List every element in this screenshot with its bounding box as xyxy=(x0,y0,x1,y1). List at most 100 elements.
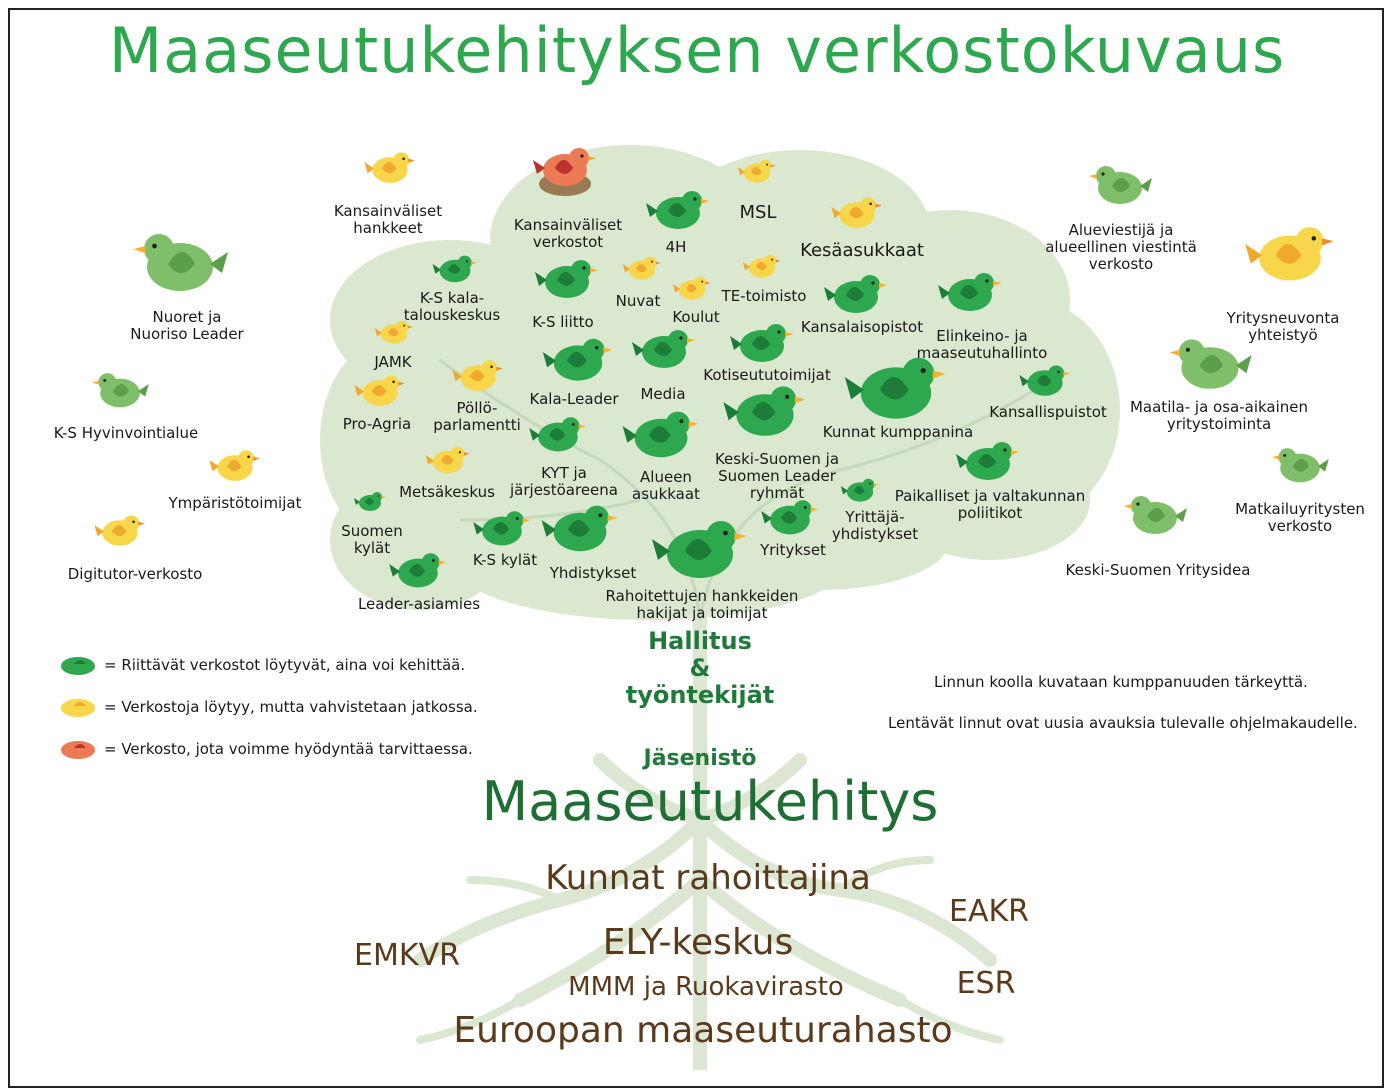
note-flying: Lentävät linnut ovat uusia avauksia tule… xyxy=(888,714,1358,732)
ks-yritysidea-label: Keski-Suomen Yritysidea xyxy=(1065,561,1251,579)
ks-leader-label: Keski-Suomen ja Suomen Leader ryhmät xyxy=(714,450,840,502)
maatila-bird-icon xyxy=(1169,339,1252,389)
kunnat-kumppanina-label: Kunnat kumppanina xyxy=(822,423,974,441)
legend-orange: = Verkosto, jota voimme hyödyntää tarvit… xyxy=(58,738,473,760)
jamk-bird-icon xyxy=(374,320,413,344)
alueviestija-bird-icon xyxy=(1089,166,1152,204)
root-eakr: EAKR xyxy=(949,894,1029,929)
ks-liitto-bird-icon xyxy=(535,260,598,298)
koulut-bird-icon xyxy=(672,276,711,300)
maatila-label: Maatila- ja osa-aikainen yritystoiminta xyxy=(1129,398,1309,433)
kv-hankkeet-bird-icon xyxy=(364,152,415,183)
te-toimisto-bird-icon xyxy=(742,254,781,278)
legend-orange-text: = Verkosto, jota voimme hyödyntää tarvit… xyxy=(104,740,473,758)
alueviestija-label: Alueviestijä ja alueellinen viestintä ve… xyxy=(1045,221,1197,273)
pollo-label: Pöllö- parlamentti xyxy=(433,399,521,434)
ks-kala-label: K-S kala- talouskeskus xyxy=(403,289,501,324)
page-title: Maaseutukehityksen verkostokuvaus xyxy=(108,14,1286,87)
nuvat-bird-icon xyxy=(622,256,661,280)
trunk-hallitus: Hallitus & työntekijät xyxy=(625,627,775,709)
kesaasukkaat-label: Kesäasukkaat xyxy=(800,240,924,261)
yhdistykset-label: Yhdistykset xyxy=(549,564,637,582)
leader-asiamies-label: Leader-asiamies xyxy=(357,595,481,613)
matkailu-label: Matkailuyritysten verkosto xyxy=(1235,500,1365,535)
kansalaisopistot-label: Kansalaisopistot xyxy=(800,318,924,336)
kv-verkostot-bird-icon xyxy=(533,148,596,196)
metsakeskus-label: Metsäkeskus xyxy=(399,483,495,501)
yritykset-bird-icon xyxy=(761,500,818,535)
note-size: Linnun koolla kuvataan kumppanuuden tärk… xyxy=(934,673,1308,691)
pollo-bird-icon xyxy=(452,360,503,391)
tree-roots xyxy=(413,613,1004,1070)
kotiseutu-bird-icon xyxy=(730,324,793,362)
4h-label: 4H xyxy=(665,238,687,256)
kesaasukkaat-bird-icon xyxy=(831,197,882,228)
yritysneuvonta-bird-icon xyxy=(1245,227,1334,281)
ks-hyvinvointi-bird-icon xyxy=(92,373,149,408)
yhdistykset-bird-icon xyxy=(541,505,618,552)
metsakeskus-bird-icon xyxy=(425,446,470,474)
leader-asiamies-bird-icon xyxy=(389,553,446,588)
legend-green-text: = Riittävät verkostot löytyvät, aina voi… xyxy=(104,656,466,674)
msl-bird-icon xyxy=(737,159,776,183)
kotiseutu-label: Kotiseututoimijat xyxy=(703,366,831,384)
kv-verkostot-label: Kansainväliset verkostot xyxy=(513,216,623,251)
rahoitettujen-label: Rahoitettujen hankkeiden hakijat ja toim… xyxy=(605,587,799,622)
yritysneuvonta-label: Yritysneuvonta yhteistyö xyxy=(1226,309,1340,344)
yrittaja-label: Yrittäjä- yhdistykset xyxy=(831,508,919,543)
suomen-kylat-label: Suomen kylät xyxy=(341,522,403,557)
msl-label: MSL xyxy=(739,202,777,223)
paikalliset-label: Paikalliset ja valtakunnan poliitikot xyxy=(894,487,1086,522)
media-bird-icon xyxy=(632,330,695,368)
ks-liitto-label: K-S liitto xyxy=(532,313,594,331)
digitutor-label: Digitutor-verkosto xyxy=(67,565,203,583)
matkailu-bird-icon xyxy=(1272,448,1329,483)
legend-yellow: = Verkostoja löytyy, mutta vahvistetaan … xyxy=(58,696,478,718)
nuvat-label: Nuvat xyxy=(615,292,661,310)
root-kunnat: Kunnat rahoittajina xyxy=(545,858,871,898)
kyt-bird-icon xyxy=(529,417,586,452)
root-euroopan: Euroopan maaseuturahasto xyxy=(453,1010,953,1051)
ks-leader-bird-icon xyxy=(723,386,806,436)
nuoret-label: Nuoret ja Nuoriso Leader xyxy=(130,308,244,343)
koulut-label: Koulut xyxy=(672,308,720,326)
ks-kylat-label: K-S kylät xyxy=(472,551,538,569)
te-toimisto-label: TE-toimisto xyxy=(721,287,807,305)
paikalliset-bird-icon xyxy=(956,442,1019,480)
elinkeino-label: Elinkeino- ja maaseutuhallinto xyxy=(916,327,1048,362)
kansallispuistot-label: Kansallispuistot xyxy=(989,403,1107,421)
kyt-label: KYT ja järjestöareena xyxy=(510,464,618,499)
root-esr: ESR xyxy=(956,966,1016,1001)
ks-kylat-bird-icon xyxy=(473,511,530,546)
ks-hyvinvointi-label: K-S Hyvinvointialue xyxy=(53,424,199,442)
digitutor-bird-icon xyxy=(94,515,145,546)
green-bird-icon xyxy=(61,657,95,675)
nuoret-bird-icon xyxy=(133,234,228,291)
yrittaja-bird-icon xyxy=(840,478,879,502)
legend-yellow-text: = Verkostoja löytyy, mutta vahvistetaan … xyxy=(104,698,478,716)
kansallispuistot-bird-icon xyxy=(1019,365,1070,396)
orange-bird-icon xyxy=(61,741,95,759)
kala-leader-bird-icon xyxy=(542,338,613,381)
root-maaseutukehitys: Maaseutukehitys xyxy=(481,770,939,833)
pro-agria-label: Pro-Agria xyxy=(342,415,412,433)
yellow-bird-icon xyxy=(61,699,95,717)
kansalaisopistot-bird-icon xyxy=(824,275,887,313)
suomen-kylat-bird-icon xyxy=(354,492,386,511)
kala-leader-label: Kala-Leader xyxy=(529,390,619,408)
kunnat-kumppanina-bird-icon xyxy=(844,357,946,419)
ymparisto-bird-icon xyxy=(209,450,260,481)
pro-agria-bird-icon xyxy=(354,375,405,406)
alueen-asukkaat-label: Alueen asukkaat xyxy=(632,468,700,503)
legend-green: = Riittävät verkostot löytyvät, aina voi… xyxy=(58,654,465,676)
root-ely: ELY-keskus xyxy=(602,922,794,963)
root-emkvr: EMKVR xyxy=(354,938,460,973)
kv-hankkeet-label: Kansainväliset hankkeet xyxy=(333,202,443,237)
rahoitettujen-bird-icon xyxy=(652,521,747,578)
ks-kala-bird-icon xyxy=(432,255,477,283)
elinkeino-bird-icon xyxy=(938,273,1001,311)
alueen-asukkaat-bird-icon xyxy=(622,411,699,458)
ymparisto-label: Ympäristötoimijat xyxy=(168,494,302,512)
